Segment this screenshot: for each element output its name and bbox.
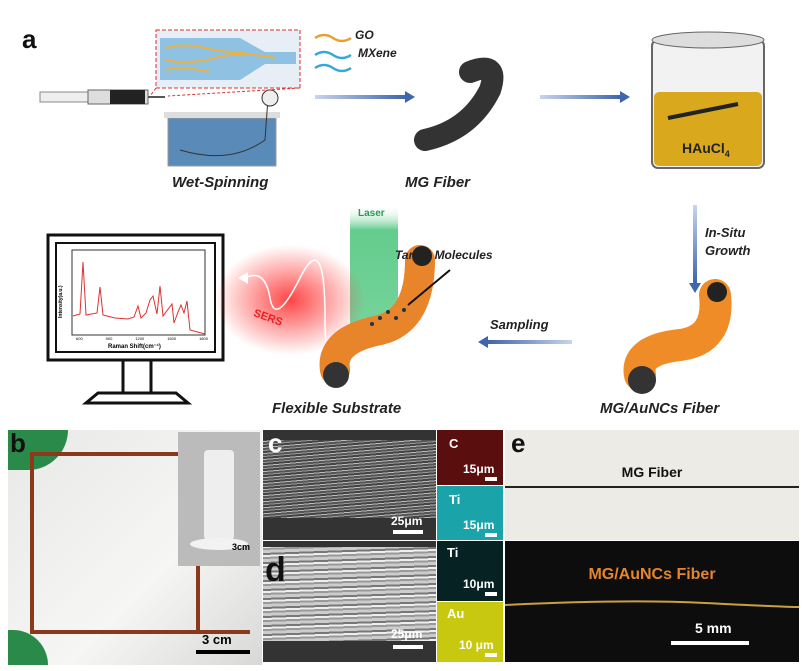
label-mg-aunc-fiber: MG/AuNCs Fiber	[588, 566, 716, 583]
scale-bar	[393, 645, 423, 649]
label-flexible-substrate: Flexible Substrate	[272, 400, 402, 417]
label-mg-aunc-fiber: MG/AuNCs Fiber	[600, 400, 720, 417]
scale-label: 3 cm	[202, 632, 232, 647]
scale-label: 10 μm	[459, 638, 494, 652]
element-label: Au	[447, 606, 465, 621]
haucl4-subscript: 4	[724, 148, 730, 159]
scale-label: 5 mm	[695, 620, 732, 636]
panel-d-letter: d	[265, 551, 286, 589]
spectrum-xticks: 600 900 1200 1500 1800	[76, 336, 208, 341]
scale-label: 10μm	[463, 577, 495, 591]
xtick: 600	[76, 336, 83, 341]
aunc-fiber-line	[505, 600, 799, 608]
pointer-arrow	[407, 269, 451, 306]
label-mxene: MXene	[358, 46, 397, 60]
go-sheet-icon	[314, 33, 352, 43]
label-sampling: Sampling	[490, 317, 549, 332]
beaker-icon	[651, 31, 765, 169]
label-target-molecules: Target Molecules	[395, 248, 493, 262]
monitor-icon	[46, 233, 225, 405]
scale-bar	[196, 650, 250, 654]
panel-b-photo: 3cm 3 cm b	[8, 428, 262, 665]
panel-e-mg-fiber-photo: e MG Fiber	[505, 428, 799, 540]
arrow-left	[478, 336, 572, 348]
map-au: Au 10 μm	[437, 602, 503, 662]
map-ti-d: Ti 10μm	[437, 541, 503, 601]
panel-c-letter: c	[268, 428, 283, 458]
label-growth: Growth	[705, 243, 751, 258]
schematic-illustration	[39, 29, 765, 405]
map-ti: Ti 15μm	[437, 486, 503, 540]
panel-b-letter: b	[10, 428, 26, 458]
arrow-right-2	[540, 91, 630, 103]
microfluidic-zoom-inset	[149, 29, 301, 97]
scale-label: 15μm	[463, 518, 495, 532]
mg-fiber-line	[505, 486, 799, 488]
panel-a-letter: a	[22, 24, 37, 54]
flexible-substrate-fiber	[319, 245, 435, 385]
mg-fiber-icon	[414, 57, 504, 151]
syringe-icon	[39, 89, 165, 105]
target-molecules-icon	[370, 308, 406, 326]
scale-label: 15μm	[463, 462, 495, 476]
xtick: 1200	[135, 336, 145, 341]
scale-label: 25μm	[391, 627, 423, 641]
raman-spectrum-line	[72, 261, 206, 335]
label-mg-fiber: MG Fiber	[405, 174, 471, 191]
element-label: Ti	[449, 492, 461, 507]
panel-e-letter: e	[511, 428, 526, 458]
label-laser: Laser	[358, 208, 385, 219]
mg-aunc-fiber-icon	[623, 279, 732, 391]
fiber-end	[323, 362, 349, 388]
map-c: C 15μm	[437, 430, 503, 485]
haucl4-text: HAuCl	[682, 140, 725, 156]
panel-e-aunc-fiber-photo: MG/AuNCs Fiber 5 mm	[505, 541, 799, 662]
coagulation-bath-icon	[164, 89, 280, 167]
scale-bar	[393, 530, 423, 534]
spectrum-xlabel: Raman Shift(cm⁻¹)	[108, 344, 161, 350]
inset-scale-label: 3cm	[232, 542, 251, 552]
sers-glow	[215, 245, 365, 355]
label-mg-fiber: MG Fiber	[621, 464, 683, 480]
xtick: 1500	[167, 336, 177, 341]
spectrum-ylabel: Intensity(a.u.)	[58, 285, 64, 318]
xtick: 1800	[199, 336, 208, 341]
element-label: Ti	[447, 545, 459, 560]
panel-c-sem-image: c 25μm	[263, 428, 436, 540]
mxene-sheet-icon	[314, 50, 352, 60]
scale-label: 25μm	[391, 514, 423, 528]
label-haucl4: HAuCl4	[682, 140, 730, 159]
scale-bar	[671, 641, 749, 645]
copper-frame	[30, 452, 200, 632]
panel-d-sem-image: d 25μm	[263, 541, 436, 662]
element-label: C	[449, 436, 459, 451]
label-in-situ: In-Situ	[705, 225, 746, 240]
spool-inset	[178, 432, 260, 566]
label-wet-spinning: Wet-Spinning	[172, 174, 269, 191]
xtick: 900	[105, 336, 113, 341]
arrow-down	[689, 205, 701, 293]
label-go: GO	[355, 28, 374, 42]
arrow-right-1	[315, 91, 415, 103]
